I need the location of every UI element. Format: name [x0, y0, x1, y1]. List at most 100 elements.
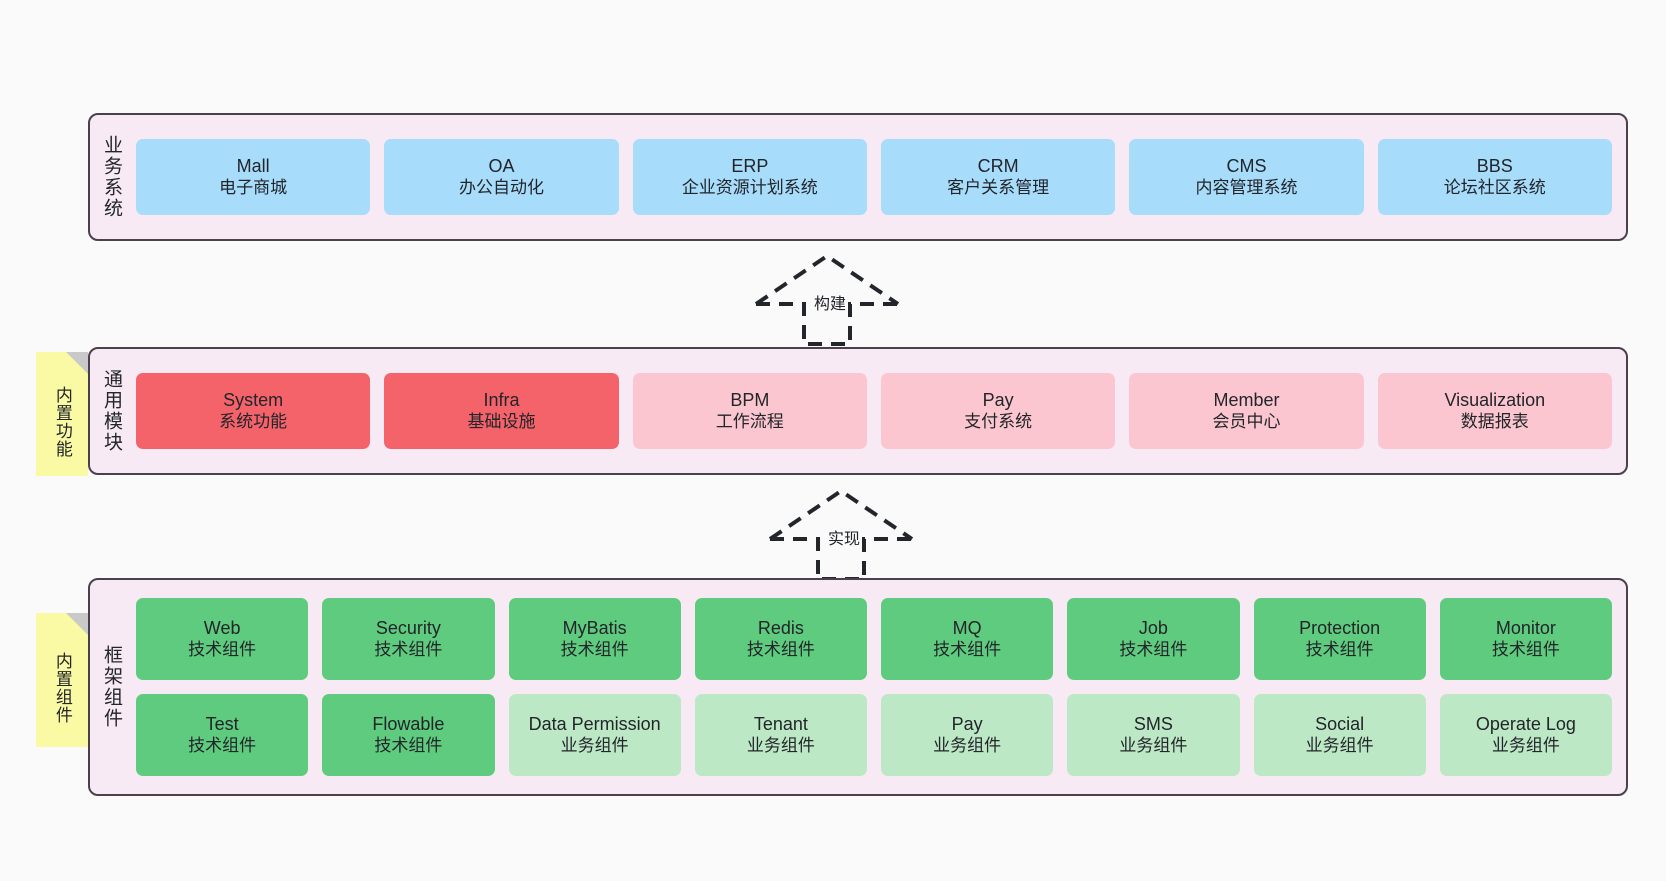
card-title: Pay [951, 713, 983, 734]
card-mq[interactable]: MQ 技术组件 [881, 598, 1054, 680]
card-subtitle: 技术组件 [1305, 639, 1374, 659]
layer-label-common: 通用模块 [100, 369, 122, 453]
card-subtitle: 办公自动化 [458, 177, 544, 197]
card-erp[interactable]: ERP 企业资源计划系统 [632, 139, 867, 215]
card-subtitle: 技术组件 [188, 735, 257, 755]
card-title: ERP [731, 155, 769, 176]
folded-corner-icon [66, 352, 88, 374]
card-title: Protection [1299, 617, 1381, 638]
card-title: Member [1213, 389, 1280, 410]
card-title: CMS [1226, 155, 1267, 176]
arrow-implement: 实现 [766, 487, 916, 582]
card-subtitle: 会员中心 [1212, 411, 1281, 431]
card-job[interactable]: Job 技术组件 [1067, 598, 1240, 680]
folded-corner-icon [66, 613, 88, 635]
card-title: Web [203, 617, 241, 638]
layer-label-business: 业务系统 [100, 135, 122, 219]
card-web[interactable]: Web 技术组件 [136, 598, 309, 680]
card-security[interactable]: Security 技术组件 [322, 598, 495, 680]
layer-body-common: System 系统功能 Infra 基础设施 BPM 工作流程 Pay 支付系统… [132, 349, 1626, 473]
sticky-note-label: 内置组件 [52, 652, 72, 724]
card-title: Security [375, 617, 441, 638]
arrow-build: 构建 [752, 252, 902, 347]
card-pay-component[interactable]: Pay 业务组件 [881, 694, 1054, 776]
card-subtitle: 内容管理系统 [1195, 177, 1298, 197]
card-monitor[interactable]: Monitor 技术组件 [1439, 598, 1612, 680]
card-data-permission[interactable]: Data Permission 业务组件 [508, 694, 681, 776]
card-subtitle: 业务组件 [1305, 735, 1374, 755]
card-sms[interactable]: SMS 业务组件 [1067, 694, 1240, 776]
card-subtitle: 技术组件 [746, 639, 815, 659]
card-redis[interactable]: Redis 技术组件 [694, 598, 867, 680]
card-infra[interactable]: Infra 基础设施 [384, 373, 619, 449]
card-subtitle: 基础设施 [467, 411, 536, 431]
card-row: Web 技术组件 Security 技术组件 MyBatis 技术组件 Redi… [136, 598, 1612, 680]
card-social[interactable]: Social 业务组件 [1253, 694, 1426, 776]
card-subtitle: 系统功能 [219, 411, 288, 431]
card-subtitle: 技术组件 [374, 639, 443, 659]
card-title: Visualization [1444, 389, 1546, 410]
card-subtitle: 技术组件 [560, 639, 629, 659]
card-subtitle: 技术组件 [933, 639, 1002, 659]
card-title: Social [1315, 713, 1365, 734]
card-subtitle: 电子商城 [219, 177, 288, 197]
card-subtitle: 业务组件 [933, 735, 1002, 755]
card-title: Operate Log [1475, 713, 1576, 734]
card-mall[interactable]: Mall 电子商城 [136, 139, 371, 215]
card-row: Mall 电子商城 OA 办公自动化 ERP 企业资源计划系统 CRM 客户关系… [136, 139, 1612, 215]
card-subtitle: 论坛社区系统 [1443, 177, 1546, 197]
card-row: Test 技术组件 Flowable 技术组件 Data Permission … [136, 694, 1612, 776]
sticky-note-label: 内置功能 [52, 386, 72, 458]
card-subtitle: 技术组件 [188, 639, 257, 659]
card-pay[interactable]: Pay 支付系统 [880, 373, 1116, 449]
card-title: BPM [730, 389, 770, 410]
card-title: Mall [236, 155, 270, 176]
card-title: BBS [1476, 155, 1513, 176]
layer-common-modules: 通用模块 System 系统功能 Infra 基础设施 BPM 工作流程 Pay… [88, 347, 1628, 475]
card-bpm[interactable]: BPM 工作流程 [632, 373, 867, 449]
card-title: Tenant [753, 713, 808, 734]
card-member[interactable]: Member 会员中心 [1129, 373, 1364, 449]
sticky-note-builtin-components: 内置组件 [36, 613, 88, 747]
card-title: Pay [982, 389, 1014, 410]
card-row: System 系统功能 Infra 基础设施 BPM 工作流程 Pay 支付系统… [136, 373, 1612, 449]
card-flowable[interactable]: Flowable 技术组件 [322, 694, 495, 776]
card-crm[interactable]: CRM 客户关系管理 [880, 139, 1116, 215]
card-operate-log[interactable]: Operate Log 业务组件 [1439, 694, 1612, 776]
card-subtitle: 业务组件 [560, 735, 629, 755]
card-title: Redis [757, 617, 804, 638]
card-subtitle: 业务组件 [1119, 735, 1188, 755]
card-subtitle: 客户关系管理 [947, 177, 1050, 197]
card-protection[interactable]: Protection 技术组件 [1253, 598, 1426, 680]
card-mybatis[interactable]: MyBatis 技术组件 [508, 598, 681, 680]
card-title: Monitor [1495, 617, 1556, 638]
card-cms[interactable]: CMS 内容管理系统 [1129, 139, 1364, 215]
card-subtitle: 企业资源计划系统 [681, 177, 818, 197]
card-title: Data Permission [528, 713, 661, 734]
card-visualization[interactable]: Visualization 数据报表 [1377, 373, 1612, 449]
card-subtitle: 技术组件 [374, 735, 443, 755]
arrow-label-build: 构建 [814, 296, 847, 313]
card-test[interactable]: Test 技术组件 [136, 694, 309, 776]
card-subtitle: 业务组件 [746, 735, 815, 755]
card-title: OA [488, 155, 515, 176]
card-title: Job [1138, 617, 1168, 638]
layer-framework-components: 框架组件 Web 技术组件 Security 技术组件 MyBatis 技术组件… [88, 578, 1628, 796]
card-title: MyBatis [562, 617, 627, 638]
card-subtitle: 业务组件 [1491, 735, 1560, 755]
card-oa[interactable]: OA 办公自动化 [384, 139, 619, 215]
layer-business-systems: 业务系统 Mall 电子商城 OA 办公自动化 ERP 企业资源计划系统 CRM… [88, 113, 1628, 241]
card-title: Infra [483, 389, 520, 410]
card-system[interactable]: System 系统功能 [136, 373, 371, 449]
card-bbs[interactable]: BBS 论坛社区系统 [1377, 139, 1612, 215]
card-title: Test [205, 713, 239, 734]
card-tenant[interactable]: Tenant 业务组件 [694, 694, 867, 776]
card-subtitle: 支付系统 [964, 411, 1033, 431]
card-title: MQ [952, 617, 982, 638]
sticky-note-builtin-features: 内置功能 [36, 352, 88, 476]
card-subtitle: 技术组件 [1491, 639, 1560, 659]
card-title: Flowable [372, 713, 445, 734]
card-subtitle: 数据报表 [1460, 411, 1529, 431]
card-title: System [223, 389, 284, 410]
card-subtitle: 工作流程 [715, 411, 784, 431]
